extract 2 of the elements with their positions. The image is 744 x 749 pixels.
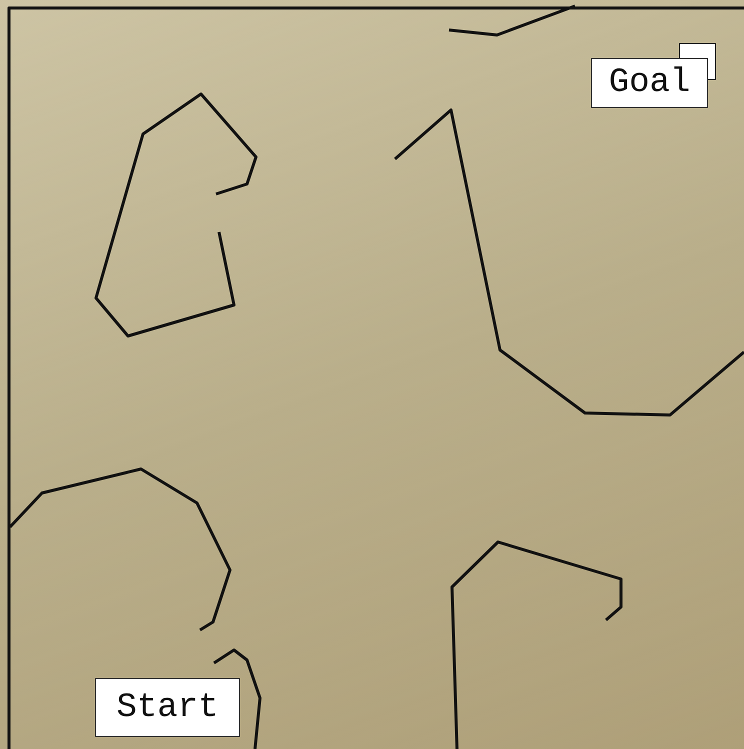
label-box: Start	[95, 678, 240, 737]
label-box: Goal	[591, 58, 708, 108]
